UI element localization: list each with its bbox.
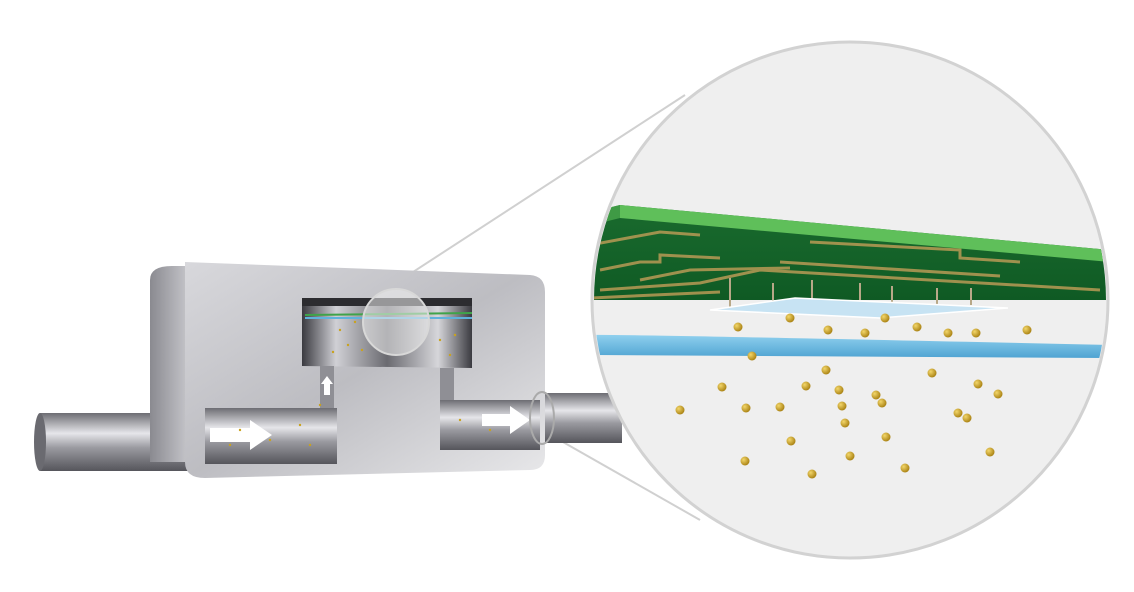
particle (338, 328, 342, 332)
particle (740, 456, 750, 466)
particle (801, 381, 811, 391)
particle (821, 365, 831, 375)
particle (953, 408, 963, 418)
particle (877, 398, 887, 408)
particle (912, 322, 922, 332)
particle (717, 382, 727, 392)
particle (331, 350, 335, 354)
particle (448, 353, 452, 357)
sensor-housing (150, 262, 555, 478)
particle (881, 432, 891, 442)
particle (346, 343, 350, 347)
particle (785, 313, 795, 323)
magnifier-large-border (590, 40, 1110, 560)
particle (488, 428, 492, 432)
particle (840, 418, 850, 428)
particle (927, 368, 937, 378)
particle (733, 322, 743, 332)
particle (993, 389, 1003, 399)
particle (238, 428, 242, 432)
particle (228, 443, 232, 447)
particle (458, 418, 462, 422)
particle (834, 385, 844, 395)
particle (298, 423, 302, 427)
pcb-board (594, 205, 1106, 300)
particle (871, 390, 881, 400)
particle (775, 402, 785, 412)
particle (880, 313, 890, 323)
particle (845, 451, 855, 461)
magnified-view (590, 40, 1110, 560)
particle (786, 436, 796, 446)
particle (268, 438, 272, 442)
particle (962, 413, 972, 423)
flow-arrow-right-outlet (482, 406, 530, 434)
particle (318, 403, 322, 407)
flow-arrow-right (210, 420, 272, 450)
particle (823, 325, 833, 335)
particle (453, 333, 457, 337)
particle (900, 463, 910, 473)
particle (438, 338, 442, 342)
particle (860, 328, 870, 338)
particle (741, 403, 751, 413)
zoom-connector-top (369, 94, 686, 301)
particle (747, 351, 757, 361)
particle (807, 469, 817, 479)
filter-membrane (594, 334, 1106, 358)
particle (360, 348, 364, 352)
particle (985, 447, 995, 457)
particle (973, 379, 983, 389)
particle (675, 405, 685, 415)
particle (837, 401, 847, 411)
small-particles (228, 320, 492, 447)
sensor-pins (729, 278, 972, 307)
sensor-plate (709, 297, 1009, 319)
particle (308, 443, 312, 447)
particle (353, 320, 357, 324)
pcb-traces (594, 230, 1101, 300)
flow-arrow-up (321, 376, 333, 395)
particle (971, 328, 981, 338)
particle (943, 328, 953, 338)
magnifier-small (362, 288, 430, 356)
outlet-pipe (540, 393, 622, 443)
particle (1022, 325, 1032, 335)
